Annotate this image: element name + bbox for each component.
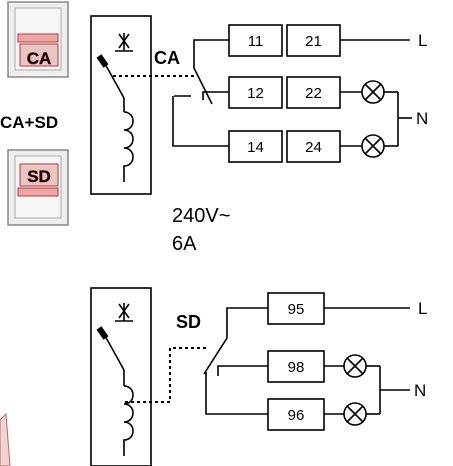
ca-contacts (172, 39, 412, 147)
sd-l-label: L (418, 299, 427, 318)
ca-thumbnail: CA (7, 1, 69, 78)
ca-terminal-24: 24 (286, 130, 341, 163)
svg-text:95: 95 (288, 301, 305, 318)
voltage-rating: 240V~ (172, 205, 230, 227)
svg-text:98: 98 (288, 359, 305, 376)
sd-thumb-text: SD (27, 167, 51, 186)
sd-link-dashed (125, 347, 208, 403)
ca-breaker-symbol (90, 15, 152, 195)
ca-contact-label: CA (154, 48, 180, 68)
svg-text:12: 12 (247, 85, 264, 102)
sd-terminal-98: 98 (267, 350, 325, 383)
svg-text:96: 96 (288, 407, 305, 424)
ca-terminal-11: 11 (228, 24, 283, 57)
ca-terminal-22: 22 (286, 76, 341, 109)
sd-terminal-95: 95 (267, 292, 325, 325)
ca-lamp-1-icon (361, 80, 385, 104)
ca-n-label: N (416, 109, 428, 128)
sd-terminal-96: 96 (267, 398, 325, 431)
svg-text:14: 14 (247, 139, 264, 156)
sd-lamp-1-icon (343, 354, 367, 378)
sd-thumbnail: SD (7, 149, 69, 226)
sd-breaker-symbol (90, 287, 152, 466)
partial-thumbnail-edge (0, 412, 11, 466)
ca-thumb-text: CA (27, 49, 52, 68)
sd-lamp-2-icon (343, 402, 367, 426)
ca-l-label: L (418, 31, 427, 50)
ca-terminal-14: 14 (228, 130, 283, 163)
ca-lamp-2-icon (361, 134, 385, 158)
sd-contact-label: SD (176, 312, 201, 332)
sd-n-label: N (414, 381, 426, 400)
svg-text:22: 22 (305, 85, 322, 102)
svg-text:24: 24 (305, 139, 322, 156)
ca-terminal-21: 21 (286, 24, 341, 57)
svg-text:11: 11 (248, 33, 264, 50)
current-rating: 6A (172, 233, 197, 255)
ca-terminal-12: 12 (228, 76, 283, 109)
svg-text:21: 21 (305, 33, 322, 50)
ca-sd-label: CA+SD (0, 113, 58, 132)
sd-contacts (203, 307, 410, 415)
